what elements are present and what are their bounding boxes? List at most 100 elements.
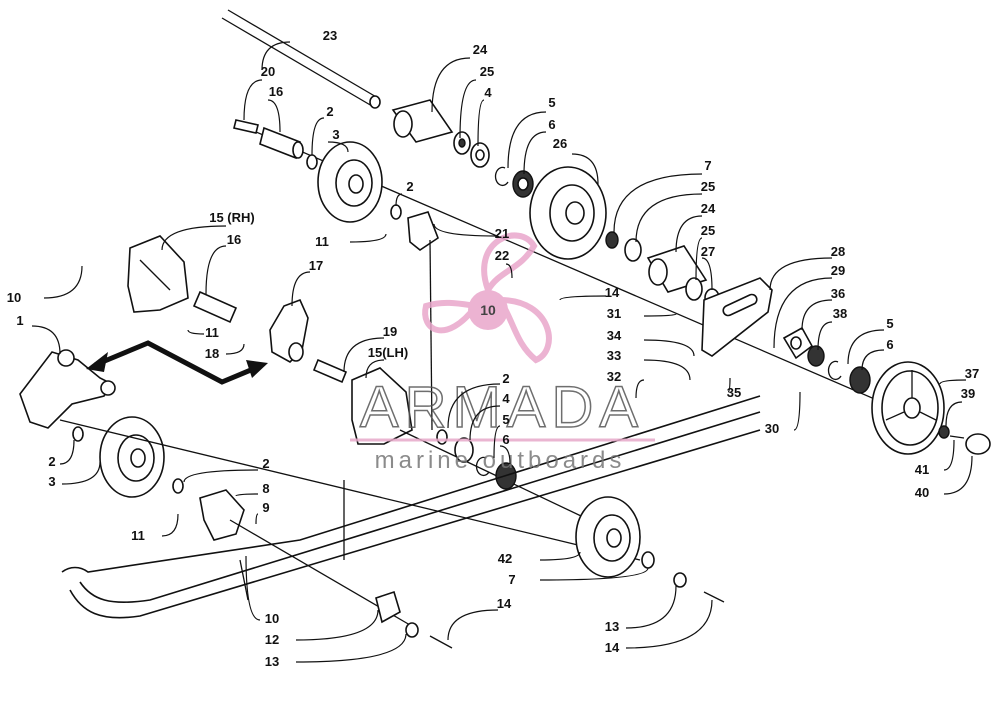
callout-leader: [343, 337, 385, 373]
callout-label: 14: [605, 640, 620, 655]
callout-label: 5: [548, 95, 555, 110]
callout-leader: [469, 405, 501, 441]
callout-c33: 33: [607, 348, 691, 381]
callout-c19: 19: [343, 324, 397, 373]
callout-leader: [327, 141, 349, 153]
watermark-tagline: marine outboards: [375, 447, 626, 474]
callout-leader: [43, 265, 83, 299]
bracket-15-rh: [127, 235, 189, 313]
callout-c23: 23: [261, 28, 337, 71]
callout-c37: 37: [939, 366, 979, 385]
callout-c3b: 3: [48, 461, 101, 489]
callout-c13a: 13: [265, 633, 407, 669]
callout-c20: 20: [243, 64, 275, 121]
callout-c11a: 11: [315, 233, 387, 249]
bushing-16-upper: [259, 126, 304, 160]
spacer-24-upper: [391, 99, 454, 143]
callout-label: 12: [265, 632, 279, 647]
callout-label: 14: [497, 596, 512, 611]
callout-leader: [625, 599, 713, 649]
callout-leader: [769, 257, 833, 291]
callout-label: 25: [480, 64, 494, 79]
logo-number: 10: [480, 302, 496, 318]
bracket-21: [407, 211, 439, 431]
callout-leader: [349, 233, 387, 243]
callout-c2b: 2: [395, 179, 414, 207]
callout-leader: [675, 215, 703, 253]
idler-wheel-26: [529, 166, 607, 260]
callout-label: 19: [383, 324, 397, 339]
bearing-25-right-b: [685, 277, 703, 301]
callout-label: 11: [131, 528, 145, 543]
callout-leader: [801, 299, 833, 331]
callout-c4a: 4: [477, 85, 492, 147]
callout-c9: 9: [255, 500, 270, 525]
callout-label: 6: [548, 117, 555, 132]
callout-c4b: 4: [469, 391, 510, 441]
callout-label: 28: [831, 244, 845, 259]
callout-leader: [847, 329, 885, 365]
callout-leader: [507, 111, 547, 169]
callout-label: 36: [831, 286, 845, 301]
bearing-38: [807, 345, 825, 367]
adjuster-plate-28: [701, 277, 773, 357]
callout-label: 13: [605, 619, 619, 634]
watermark: 10 ARMADA marine outboards: [350, 232, 655, 474]
clamp-36: [782, 326, 814, 360]
slide-rail: [61, 395, 761, 619]
callout-leader: [505, 263, 513, 279]
callout-leader: [613, 173, 703, 233]
callout-c38: 38: [817, 306, 847, 351]
callout-leader: [161, 513, 179, 537]
callout-c35: 35: [727, 377, 741, 400]
callout-label: 15 (RH): [209, 210, 255, 225]
callout-leader: [295, 633, 407, 663]
callout-label: 4: [502, 391, 510, 406]
callout-leader: [459, 79, 477, 139]
washer-13-lower-right: [673, 572, 687, 588]
callout-c2e: 2: [183, 456, 270, 483]
callout-c25b: 25: [635, 179, 715, 243]
callout-c36: 36: [801, 286, 845, 331]
washer-2-lower-left: [72, 426, 84, 442]
washer-13-lower: [405, 622, 419, 638]
callout-leader: [225, 343, 245, 355]
direction-arrow: [86, 340, 268, 385]
callout-c26: 26: [553, 136, 599, 185]
bearing-4-mid: [454, 437, 474, 463]
callout-c16b: 16: [205, 232, 241, 295]
washer-2-upper-center: [390, 204, 402, 220]
callout-c6b: 6: [861, 337, 894, 371]
callout-c5c: 5: [493, 412, 510, 459]
callout-c11b: 11: [187, 325, 219, 340]
idler-wheel-3-lower: [99, 416, 165, 498]
callout-c15rh: 15 (RH): [161, 210, 255, 251]
callout-leader: [943, 455, 973, 495]
callout-leader: [31, 325, 61, 355]
callout-leader: [635, 193, 703, 243]
callout-c2d: 2: [48, 439, 75, 469]
callout-label: 33: [607, 348, 621, 363]
callout-label: 7: [704, 158, 711, 173]
callout-leader: [493, 425, 501, 459]
callout-leader: [395, 193, 403, 207]
callout-leader: [701, 257, 713, 291]
callout-label: 8: [262, 481, 269, 496]
callout-leader: [943, 439, 955, 471]
bushing-16-mid: [192, 290, 238, 324]
callout-c2a: 2: [311, 104, 334, 156]
callout-leader: [539, 567, 649, 581]
pin-19: [312, 358, 348, 384]
callout-label: 22: [495, 248, 509, 263]
callout-leader: [161, 225, 227, 251]
callout-leader: [773, 277, 833, 349]
callout-c6a: 6: [523, 117, 556, 175]
callout-label: 2: [48, 454, 55, 469]
callout-leader: [539, 551, 581, 561]
callout-label: 15(LH): [368, 345, 408, 360]
clamp-12: [375, 590, 401, 624]
callout-label: 3: [48, 474, 55, 489]
callout-label: 27: [701, 244, 715, 259]
callout-c2c: 2: [447, 371, 510, 429]
callout-c14a: 14: [559, 285, 620, 301]
